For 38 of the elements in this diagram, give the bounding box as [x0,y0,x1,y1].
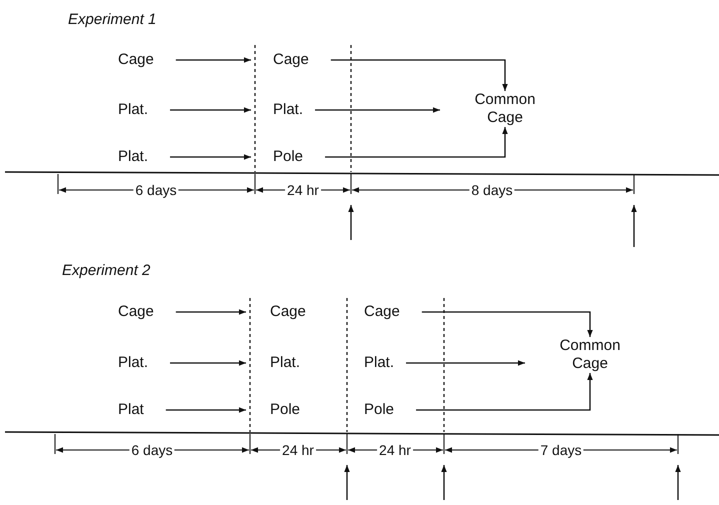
node-label: Plat. [118,101,148,119]
duration-label: 6 days [129,442,175,458]
duration-label: 8 days [469,182,515,198]
arrow [176,57,251,63]
node-label: Plat. [364,354,394,372]
arrow [325,127,508,158]
arrow [166,407,246,413]
experiment-heading: Experiment 2 [62,262,150,279]
arrow [176,309,246,315]
node-label: Plat [118,401,144,419]
node-label: Cage [118,303,154,321]
node-label: Cage [270,303,306,321]
node-label: Pole [270,401,300,419]
node-label: Common Cage [470,91,540,127]
arrow [406,360,525,366]
arrow [416,373,593,411]
arrow [330,59,508,91]
arrow [170,360,246,366]
node-label: Pole [273,148,304,166]
node-label: Common Cage [555,337,625,373]
duration-label: 24 hr [285,182,321,198]
duration-label: 24 hr [280,442,316,458]
arrow [422,311,593,337]
duration-label: 24 hr [377,442,413,458]
duration-label: 6 days [133,182,179,198]
node-label: Cage [118,51,154,69]
node-label: Plat. [273,101,304,119]
node-label: Pole [364,401,394,419]
node-label: Cage [273,51,309,69]
experiment-heading: Experiment 1 [68,11,156,28]
duration-label: 7 days [538,442,584,458]
arrow [170,154,251,160]
node-label: Cage [364,303,400,321]
node-label: Plat. [118,148,148,166]
node-label: Plat. [270,354,300,372]
arrow [170,107,251,113]
node-label: Plat. [118,354,148,372]
arrow [315,107,440,113]
